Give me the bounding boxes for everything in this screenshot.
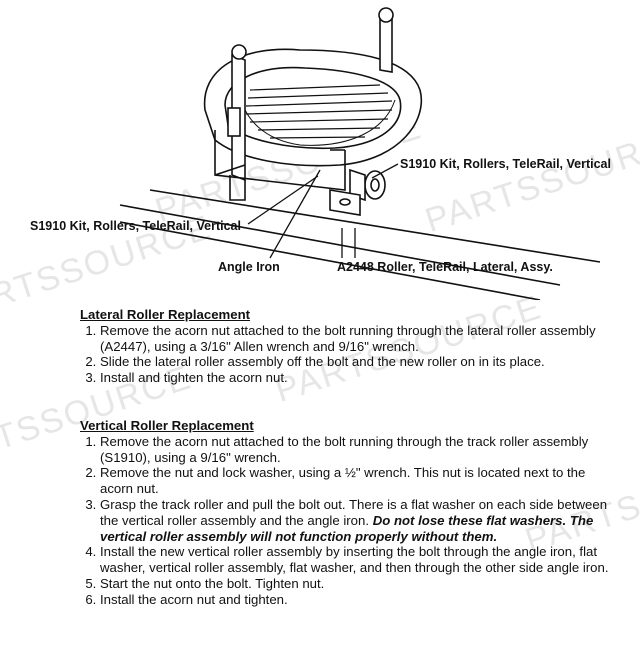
label-vertical-roller-left: S1910 Kit, Rollers, TeleRail, Vertical	[30, 219, 241, 233]
vertical-roller	[364, 170, 386, 200]
label-vertical-roller-right: S1910 Kit, Rollers, TeleRail, Vertical	[400, 157, 611, 171]
seat-pad	[239, 84, 396, 146]
lateral-roller	[329, 189, 361, 216]
list-item: Start the nut onto the bolt. Tighten nut…	[100, 576, 610, 592]
warning-text: Do not lose these flat washers. The vert…	[100, 512, 594, 544]
label-lateral-roller: A2448 Roller, TeleRail, Lateral, Assy.	[337, 260, 553, 274]
lateral-roller-section: Lateral Roller Replacement Remove the ac…	[80, 307, 610, 386]
section-heading: Vertical Roller Replacement	[80, 418, 254, 433]
steps-list: Remove the acorn nut attached to the bol…	[80, 434, 610, 608]
steps-list: Remove the acorn nut attached to the bol…	[80, 323, 610, 386]
list-item: Remove the nut and lock washer, using a …	[100, 465, 610, 497]
list-item: Install the new vertical roller assembly…	[100, 544, 610, 576]
step-text: Grasp the track roller and pull the bolt…	[100, 496, 608, 528]
vertical-roller-section: Vertical Roller Replacement Remove the a…	[80, 418, 610, 608]
rail-line	[119, 189, 601, 300]
section-heading: Lateral Roller Replacement	[80, 307, 251, 322]
leader-lines	[247, 163, 399, 259]
list-item: Install and tighten the acorn nut.	[100, 370, 610, 386]
seat-roller-diagram	[119, 7, 601, 300]
list-item: Remove the acorn nut attached to the bol…	[100, 434, 610, 466]
list-item: Remove the acorn nut attached to the bol…	[100, 323, 610, 355]
list-item: Grasp the track roller and pull the bolt…	[100, 497, 610, 544]
label-angle-iron: Angle Iron	[218, 260, 280, 274]
list-item: Slide the lateral roller assembly off th…	[100, 354, 610, 370]
list-item: Install the acorn nut and tighten.	[100, 592, 610, 608]
